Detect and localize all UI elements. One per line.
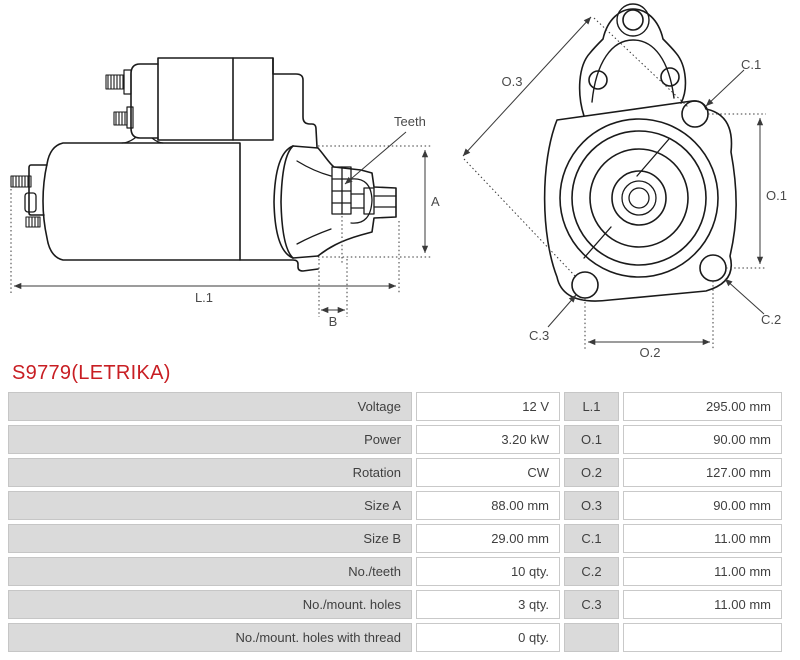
- spec-label: Rotation: [8, 458, 412, 487]
- dim-label: L.1: [564, 392, 619, 421]
- pointer-c1: [705, 69, 745, 107]
- drive-housing: [317, 147, 397, 257]
- bracket-boss: [616, 3, 650, 37]
- mount-hole-c1: [681, 100, 709, 128]
- table-row: No./teeth 10 qty. C.2 11.00 mm: [8, 557, 782, 586]
- l1-label: L.1: [195, 290, 213, 305]
- bracket-hole-right: [660, 67, 680, 87]
- spec-label: No./teeth: [8, 557, 412, 586]
- mounting-plate: [543, 100, 737, 302]
- dim-value: 11.00 mm: [623, 524, 782, 553]
- spec-value: 29.00 mm: [416, 524, 560, 553]
- dim-line-o3: [462, 16, 592, 157]
- o2-label: O.2: [640, 345, 661, 360]
- product-diagram: Teeth A L.1 B O.3 C.1 O.1 C.2 C.3 O.2: [10, 3, 787, 360]
- part-number-title: S9779(LETRIKA): [12, 362, 171, 384]
- terminal-block: [28, 164, 48, 216]
- dim-label: C.3: [564, 590, 619, 619]
- spec-value: 3 qty.: [416, 590, 560, 619]
- dim-label: O.3: [564, 491, 619, 520]
- shaft: [350, 187, 397, 215]
- spec-value: 3.20 kW: [416, 425, 560, 454]
- table-row: Power 3.20 kW O.1 90.00 mm: [8, 425, 782, 454]
- housing-circles: [559, 118, 719, 278]
- threaded-stud: [10, 175, 32, 188]
- table-row: No./mount. holes 3 qty. C.3 11.00 mm: [8, 590, 782, 619]
- dim-label: C.1: [564, 524, 619, 553]
- teeth-pointer: [344, 131, 407, 185]
- spec-value: CW: [416, 458, 560, 487]
- a-label: A: [431, 194, 440, 209]
- solenoid-body: [157, 57, 274, 141]
- dim-label: O.1: [564, 425, 619, 454]
- solenoid-stud-upper: [105, 74, 125, 90]
- spec-label: Voltage: [8, 392, 412, 421]
- solenoid-cap: [130, 63, 159, 139]
- pinion-gear: [331, 166, 352, 215]
- c1-label: C.1: [741, 57, 761, 72]
- front-view-drawing: [543, 3, 737, 302]
- teeth-label: Teeth: [394, 114, 426, 129]
- spec-label: Size A: [8, 491, 412, 520]
- dim-value: 11.00 mm: [623, 557, 782, 586]
- diagram-labels: Teeth A L.1 B O.3 C.1 O.1 C.2 C.3 O.2: [195, 57, 787, 360]
- c3-label: C.3: [529, 328, 549, 343]
- table-row: No./mount. holes with thread 0 qty.: [8, 623, 782, 652]
- spec-table: Voltage 12 V L.1 295.00 mm Power 3.20 kW…: [8, 392, 782, 656]
- o3-label: O.3: [502, 74, 523, 89]
- spec-label: No./mount. holes: [8, 590, 412, 619]
- table-row: Size A 88.00 mm O.3 90.00 mm: [8, 491, 782, 520]
- pointer-c3: [547, 294, 577, 328]
- dim-label: C.2: [564, 557, 619, 586]
- table-row: Rotation CW O.2 127.00 mm: [8, 458, 782, 487]
- dim-value: 90.00 mm: [623, 425, 782, 454]
- o1-label: O.1: [766, 188, 787, 203]
- mounting-flange: [273, 145, 294, 259]
- spec-value: 0 qty.: [416, 623, 560, 652]
- dim-value: [623, 623, 782, 652]
- spec-label: Size B: [8, 524, 412, 553]
- lower-stud: [25, 216, 41, 228]
- dim-value: 295.00 mm: [623, 392, 782, 421]
- solenoid-stud-lower: [113, 111, 128, 126]
- table-row: Voltage 12 V L.1 295.00 mm: [8, 392, 782, 421]
- dim-label: [564, 623, 619, 652]
- side-view-drawing: [10, 57, 397, 272]
- top-bracket: [578, 8, 687, 117]
- dim-value: 127.00 mm: [623, 458, 782, 487]
- dim-value: 90.00 mm: [623, 491, 782, 520]
- c2-label: C.2: [761, 312, 781, 327]
- b-label: B: [329, 314, 338, 329]
- spec-label: Power: [8, 425, 412, 454]
- table-row: Size B 29.00 mm C.1 11.00 mm: [8, 524, 782, 553]
- spec-value: 12 V: [416, 392, 560, 421]
- motor-body: [42, 142, 241, 261]
- spec-label: No./mount. holes with thread: [8, 623, 412, 652]
- spec-value: 10 qty.: [416, 557, 560, 586]
- spec-value: 88.00 mm: [416, 491, 560, 520]
- dim-value: 11.00 mm: [623, 590, 782, 619]
- mount-hole-c2: [699, 254, 727, 282]
- mount-hole-c3: [571, 271, 599, 299]
- bracket-hole-top: [622, 9, 644, 31]
- pointer-c2: [724, 278, 765, 315]
- dim-label: O.2: [564, 458, 619, 487]
- side-view-dimensions: [10, 131, 431, 317]
- front-view-dimensions: [462, 16, 766, 349]
